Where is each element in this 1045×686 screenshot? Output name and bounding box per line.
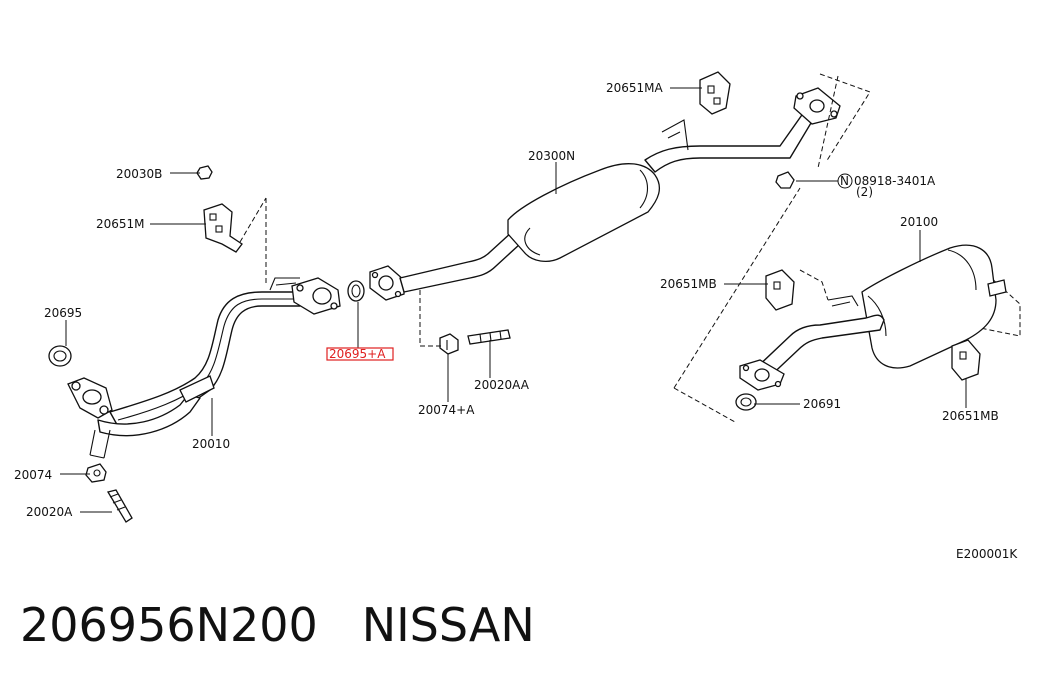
nut-20074 bbox=[85, 463, 107, 483]
label-20695: 20695 bbox=[44, 306, 82, 320]
label-20695A: 20695+A bbox=[329, 347, 386, 361]
brand-name: NISSAN bbox=[361, 598, 535, 652]
label-20300N: 20300N bbox=[528, 149, 575, 163]
leader-lines bbox=[60, 87, 967, 513]
label-08918-prefix: N bbox=[840, 174, 849, 188]
label-08918-qty: (2) bbox=[856, 185, 873, 199]
label-20020AA: 20020AA bbox=[474, 378, 530, 392]
n-circle-icon bbox=[837, 173, 853, 189]
label-20030B: 20030B bbox=[116, 167, 162, 181]
center-muffler-20300N bbox=[369, 73, 871, 301]
rear-muffler-20100 bbox=[673, 187, 1021, 423]
label-08918: 08918-3401A bbox=[854, 174, 936, 188]
label-20691: 20691 bbox=[803, 397, 841, 411]
part-caption: 206956N200 NISSAN bbox=[20, 598, 535, 652]
gasket-ring-20695 bbox=[48, 345, 72, 367]
hanger-20651MA bbox=[699, 71, 731, 115]
part-number: 206956N200 bbox=[20, 598, 318, 652]
front-pipe-20010 bbox=[67, 197, 341, 459]
hanger-20651MB-upper bbox=[765, 269, 795, 311]
diagram-code: E200001K bbox=[956, 547, 1018, 561]
stud-20020AA bbox=[467, 329, 511, 345]
gasket-20695A bbox=[347, 280, 365, 302]
hanger-20651M bbox=[203, 203, 243, 253]
bolt-08918 bbox=[775, 171, 795, 189]
stud-20020A bbox=[106, 489, 133, 523]
hanger-20651MB-lower bbox=[951, 339, 981, 381]
label-20651MA: 20651MA bbox=[606, 81, 664, 95]
nut-20074A bbox=[439, 333, 459, 355]
label-20010: 20010 bbox=[192, 437, 230, 451]
label-20074A: 20074+A bbox=[418, 403, 475, 417]
label-20651MB-lower: 20651MB bbox=[942, 409, 999, 423]
highlight-box bbox=[326, 347, 394, 361]
label-20651MB-upper: 20651MB bbox=[660, 277, 717, 291]
label-20020A: 20020A bbox=[26, 505, 73, 519]
label-20100: 20100 bbox=[900, 215, 938, 229]
label-20074: 20074 bbox=[14, 468, 52, 482]
label-20651M: 20651M bbox=[96, 217, 145, 231]
gasket-20691 bbox=[735, 393, 757, 411]
